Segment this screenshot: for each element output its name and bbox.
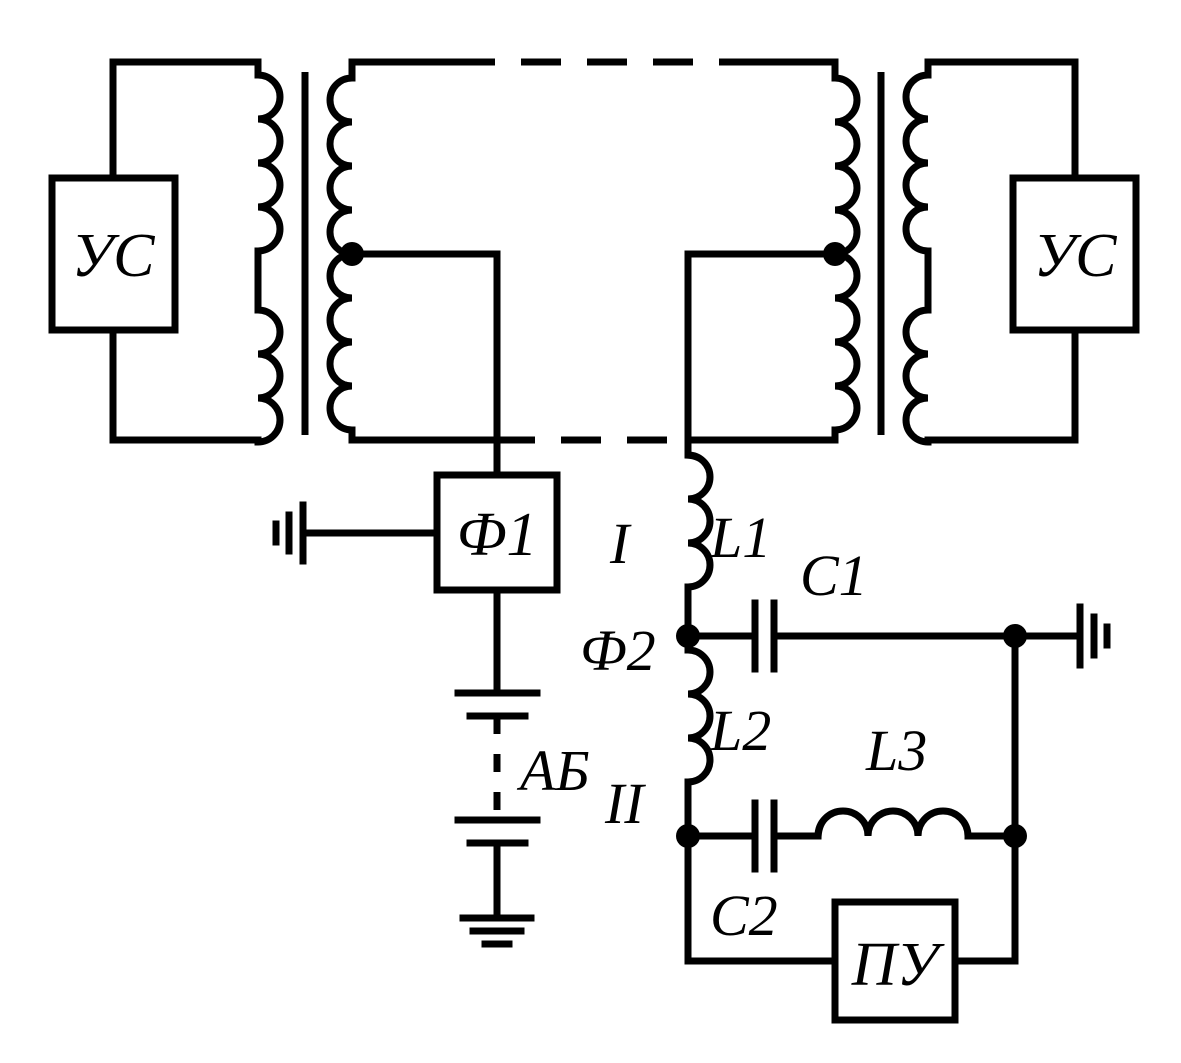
left-primary-winding <box>109 58 284 446</box>
pu-label: ПУ <box>851 931 946 999</box>
battery-ab: АБ <box>454 586 590 922</box>
c1-label: C1 <box>800 543 868 608</box>
section-1-label: I <box>609 511 632 576</box>
inductor-l1 <box>684 451 714 640</box>
c1-ground-symbol <box>1011 603 1111 669</box>
ab-label: АБ <box>516 738 590 803</box>
left-center-tap-wire <box>348 250 501 479</box>
f2-label: Ф2 <box>580 618 656 683</box>
inductor-l3 <box>814 807 1019 840</box>
section-2-label: II <box>604 771 646 836</box>
battery-ground-symbol <box>459 914 535 948</box>
us-right-box: УС <box>1009 174 1140 334</box>
capacitor-c2 <box>684 799 822 873</box>
right-center-tap-wire <box>684 250 839 459</box>
f1-ground-symbol <box>272 501 441 565</box>
pu-box: ПУ <box>831 898 959 1024</box>
inductor-l2 <box>684 632 714 840</box>
right-primary-winding <box>902 58 1079 446</box>
us-left-label: УС <box>71 222 155 290</box>
us-left-box: УС <box>48 174 179 334</box>
c2-label: C2 <box>710 883 778 948</box>
l3-label: L3 <box>865 718 927 783</box>
pu-left-wire <box>684 832 839 965</box>
f1-label: Ф1 <box>457 501 538 569</box>
capacitor-c1 <box>684 599 1019 673</box>
l2-label: L2 <box>709 698 771 763</box>
f1-filter-box: Ф1 <box>433 471 561 594</box>
l3-right-node <box>1003 824 1027 848</box>
l1-label: L1 <box>709 505 771 570</box>
us-right-label: УС <box>1033 222 1117 290</box>
